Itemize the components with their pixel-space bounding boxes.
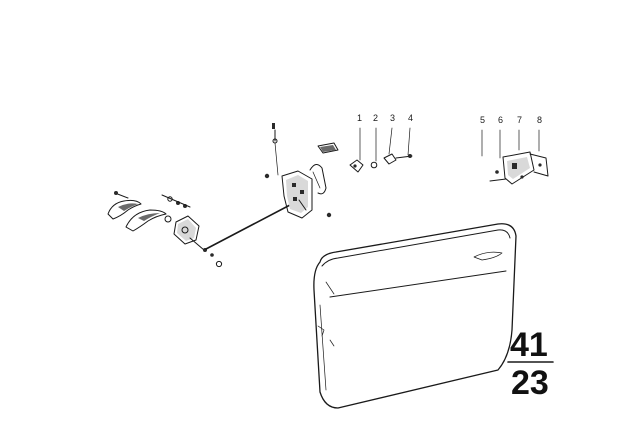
hinge-parts-5-to-8 [481, 129, 549, 185]
door-shell [313, 223, 517, 409]
callout-8[interactable]: 8 [537, 115, 542, 125]
group-number-bottom: 23 [511, 364, 549, 402]
callout-7[interactable]: 7 [517, 115, 522, 125]
callout-2[interactable]: 2 [373, 113, 378, 123]
group-number: 41 23 [507, 326, 554, 402]
group-number-top: 41 [510, 326, 548, 364]
callout-5[interactable]: 5 [480, 115, 485, 125]
outer-handle-parts [107, 191, 207, 252]
door-lock-assembly [264, 123, 339, 219]
callout-6[interactable]: 6 [498, 115, 503, 125]
parts-1-to-4 [349, 127, 413, 173]
connecting-rod [205, 204, 291, 268]
callout-4[interactable]: 4 [408, 113, 413, 123]
callout-3[interactable]: 3 [390, 113, 395, 123]
callout-1[interactable]: 1 [357, 113, 362, 123]
callout-numbers: 1 2 3 4 5 6 7 8 [357, 113, 542, 125]
